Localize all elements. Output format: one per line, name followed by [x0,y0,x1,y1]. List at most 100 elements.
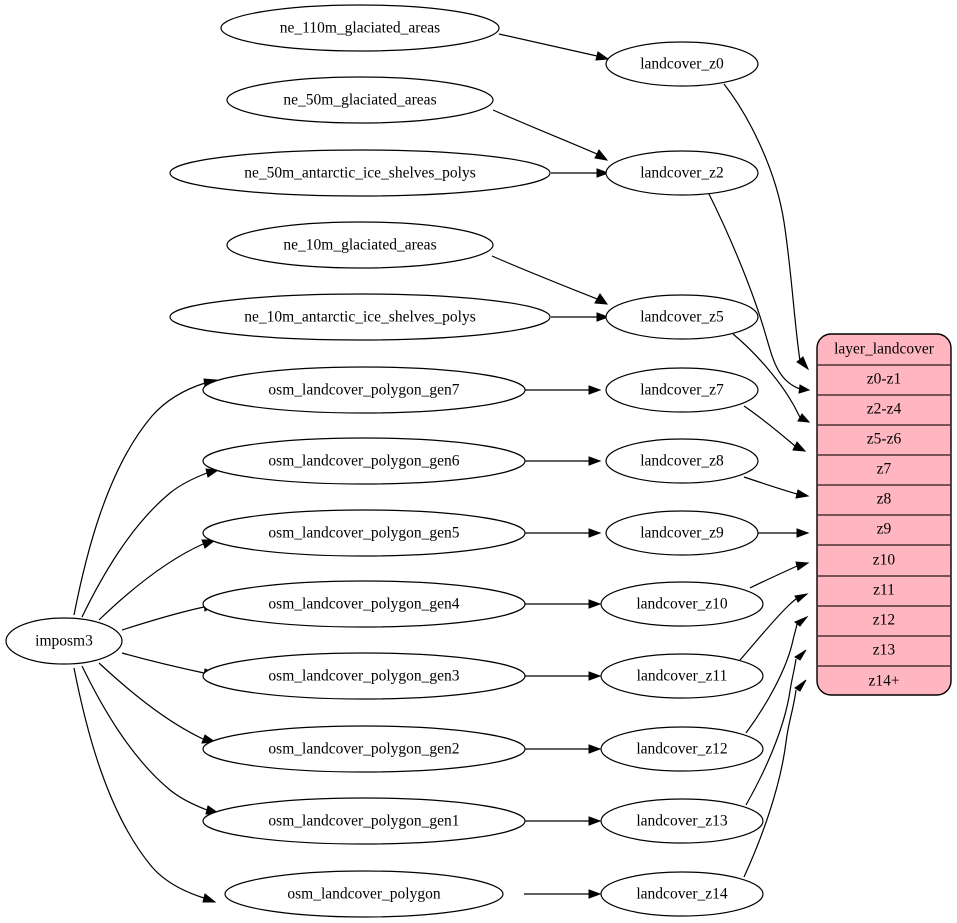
node-landcover-z8[interactable]: landcover_z8 [605,438,759,484]
node-label: landcover_z10 [636,596,727,613]
node-landcover-z9[interactable]: landcover_z9 [605,510,759,556]
table-row-label: z2-z4 [867,401,902,418]
table-row-label: z7 [877,461,892,478]
node-landcover-z14[interactable]: landcover_z14 [600,871,764,917]
edge-z9-to-row-z9 [756,528,810,538]
edge-ne110-to-z0 [498,33,610,61]
node-label: osm_landcover_polygon_gen7 [268,382,459,399]
edge-z0-to-row-z0z1 [723,83,810,371]
table-row-z13[interactable]: z13 [873,642,896,659]
edge-z14-to-row-z14plus [743,679,807,878]
edge-gen6-to-z8 [524,456,602,466]
edge-imposm3-to-gen3 [121,652,218,678]
node-landcover-z5[interactable]: landcover_z5 [605,294,759,340]
node-label: imposm3 [35,633,93,650]
edge-imposm3-to-gen2 [98,662,217,744]
table-row-z14-plus[interactable]: z14+ [868,673,899,690]
edge-z11-to-row-z11 [739,593,809,661]
edge-z2-to-row-z2z4 [707,191,811,394]
node-osm-landcover-polygon-gen5[interactable]: osm_landcover_polygon_gen5 [202,509,526,557]
node-osm-landcover-polygon-gen6[interactable]: osm_landcover_polygon_gen6 [202,437,526,485]
edge-imposm3-to-gen5 [98,539,217,621]
node-label: osm_landcover_polygon_gen5 [268,525,459,542]
node-imposm3[interactable]: imposm3 [5,617,123,665]
node-ne-10m-antarctic-ice-shelves-polys[interactable]: ne_10m_antarctic_ice_shelves_polys [169,293,551,341]
node-label: landcover_z13 [636,813,727,830]
table-row-label: z13 [873,642,896,659]
edge-ne50ant-to-z2 [551,168,610,178]
node-label: landcover_z5 [640,309,724,326]
node-osm-landcover-polygon-gen4[interactable]: osm_landcover_polygon_gen4 [202,580,526,628]
node-label: osm_landcover_polygon_gen4 [268,596,459,613]
edge-gen7-to-z7 [524,385,602,395]
edge-gen4-to-z10 [524,599,602,609]
node-label: ne_10m_glaciated_areas [283,237,436,254]
node-label: landcover_z7 [640,382,724,399]
table-row-label: z5-z6 [867,431,902,448]
node-label: ne_50m_glaciated_areas [283,92,436,109]
table-row-z11[interactable]: z11 [873,582,895,599]
node-ne-50m-antarctic-ice-shelves-polys[interactable]: ne_50m_antarctic_ice_shelves_polys [169,149,551,197]
layer-landcover-table[interactable]: layer_landcover z0-z1 z2-z4 z5-z6 z7 z8 … [816,333,952,696]
node-landcover-z7[interactable]: landcover_z7 [605,367,759,413]
node-label: ne_10m_antarctic_ice_shelves_polys [244,309,476,326]
node-osm-landcover-polygon-gen3[interactable]: osm_landcover_polygon_gen3 [202,652,526,700]
edge-ne50glac-to-z2 [492,109,609,161]
node-label: ne_110m_glaciated_areas [280,20,440,37]
table-row-label: z0-z1 [867,371,901,388]
table-row-z2-z4[interactable]: z2-z4 [867,401,902,418]
node-label: osm_landcover_polygon_gen2 [268,741,459,758]
node-label: osm_landcover_polygon_gen6 [268,453,459,470]
node-label: landcover_z12 [636,741,727,758]
node-landcover-z10[interactable]: landcover_z10 [600,581,764,627]
table-row-label: z8 [877,491,892,508]
table-row-z10[interactable]: z10 [873,552,896,569]
edge-gen5-to-z9 [524,528,602,538]
table-row-label: z12 [873,612,895,629]
table-row-z5-z6[interactable]: z5-z6 [867,431,902,448]
table-row-z9[interactable]: z9 [877,521,892,538]
node-landcover-z11[interactable]: landcover_z11 [600,653,764,699]
natural-earth-nodes: ne_110m_glaciated_areas ne_50m_glaciated… [169,4,551,341]
edge-imposm3-to-gen4 [121,602,218,631]
edge-z13-to-row-z13 [745,649,807,806]
edge-z10-to-row-z10 [749,561,810,589]
table-row-label: z14+ [868,673,899,690]
edge-z7-to-row-z7 [743,405,807,452]
edge-gen2-to-z12 [524,744,602,754]
edge-gen3-to-z11 [524,671,602,681]
table-row-z8[interactable]: z8 [877,491,892,508]
node-label: landcover_z11 [637,668,728,685]
node-label: landcover_z14 [636,886,727,903]
node-label: osm_landcover_polygon_gen1 [268,813,459,830]
node-ne-10m-glaciated-areas[interactable]: ne_10m_glaciated_areas [226,221,494,269]
edge-imposm3-to-gen1 [81,665,220,815]
edge-polygon-to-z14 [524,889,602,899]
node-label: landcover_z2 [640,165,724,182]
node-label: osm_landcover_polygon [287,886,441,903]
edge-z12-to-row-z12 [745,615,809,734]
table-row-z7[interactable]: z7 [877,461,892,478]
edge-imposm3-to-polygon [73,667,217,903]
node-landcover-z13[interactable]: landcover_z13 [600,798,764,844]
node-osm-landcover-polygon-gen1[interactable]: osm_landcover_polygon_gen1 [202,797,526,845]
node-landcover-z12[interactable]: landcover_z12 [600,726,764,772]
edge-imposm3-to-gen6 [81,468,220,618]
node-osm-landcover-polygon-gen7[interactable]: osm_landcover_polygon_gen7 [202,366,526,414]
table-row-z12[interactable]: z12 [873,612,895,629]
node-label: osm_landcover_polygon_gen3 [268,668,459,685]
edge-ne10ant-to-z5 [551,312,610,322]
node-osm-landcover-polygon-gen2[interactable]: osm_landcover_polygon_gen2 [202,725,526,773]
node-label: ne_50m_antarctic_ice_shelves_polys [244,165,476,182]
table-row-label: z10 [873,552,896,569]
node-ne-110m-glaciated-areas[interactable]: ne_110m_glaciated_areas [220,4,500,52]
node-ne-50m-glaciated-areas[interactable]: ne_50m_glaciated_areas [226,76,494,124]
node-osm-landcover-polygon[interactable]: osm_landcover_polygon [224,870,504,918]
node-landcover-z0[interactable]: landcover_z0 [605,41,759,87]
table-row-z0-z1[interactable]: z0-z1 [867,371,901,388]
edge-z8-to-row-z8 [743,476,810,499]
node-landcover-z2[interactable]: landcover_z2 [605,150,759,196]
osm-nodes: osm_landcover_polygon_gen7 osm_landcover… [202,366,526,918]
edge-ne10glac-to-z5 [491,255,609,305]
